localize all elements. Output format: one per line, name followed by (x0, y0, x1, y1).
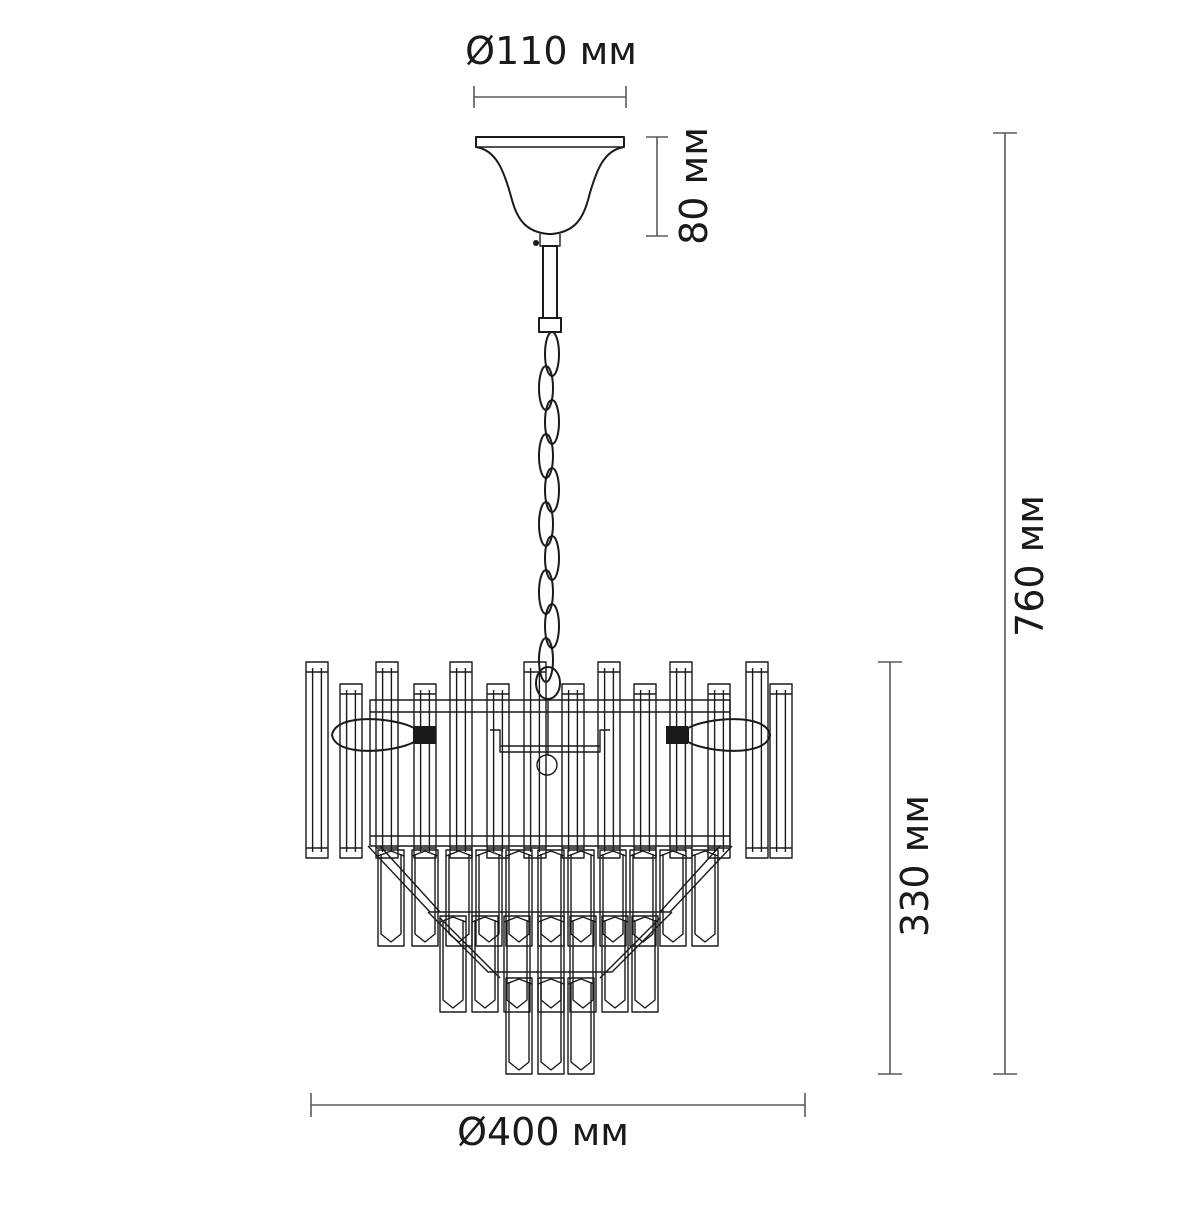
right-bulb (666, 718, 771, 752)
crystal-drop (503, 915, 531, 1013)
canopy-diameter-dimension: Ø110 мм (465, 29, 637, 108)
body-height-label: 330 мм (893, 795, 937, 937)
crystal-prism (375, 661, 399, 859)
crystal-prism (523, 661, 547, 859)
crystal-drop (629, 849, 657, 947)
crystal-drop (601, 915, 629, 1013)
crystal-drop (475, 849, 503, 947)
suspension-rod (538, 245, 562, 333)
crystal-drop (567, 849, 595, 947)
canopy-height-dimension: 80 мм (646, 127, 716, 245)
crystal-drop (471, 915, 499, 1013)
chain-link (544, 535, 560, 581)
crystal-drop (505, 849, 533, 947)
crystal-drop (537, 849, 565, 947)
crystal-drop (445, 849, 473, 947)
ceiling-canopy (475, 136, 625, 247)
crystal-prism (707, 683, 731, 859)
crystal-drop (411, 849, 439, 947)
suspension-chain (538, 331, 560, 683)
crystal-drop (439, 915, 467, 1013)
body-diameter-label: Ø400 мм (457, 1110, 629, 1154)
crystal-prism (633, 683, 657, 859)
chain-link (544, 603, 560, 649)
chain-link (538, 365, 554, 411)
canopy-height-label: 80 мм (672, 127, 716, 245)
crystal-prism (305, 661, 329, 859)
body-diameter-dimension: Ø400 мм (310, 1093, 806, 1154)
chain-link (538, 501, 554, 547)
crystal-drop (691, 849, 719, 947)
crystal-drop (631, 915, 659, 1013)
crystal-prism (669, 661, 693, 859)
total-height-label: 760 мм (1008, 495, 1052, 637)
crystal-prism (745, 661, 769, 859)
crystal-drop (569, 915, 597, 1013)
crystal-prism (413, 683, 437, 859)
crystal-prism (339, 683, 363, 859)
chain-link (544, 467, 560, 513)
crystal-prism (449, 661, 473, 859)
chain-link (538, 569, 554, 615)
chain-link (544, 399, 560, 445)
crystal-drop (659, 849, 687, 947)
chain-link (538, 433, 554, 479)
crystal-drop (505, 977, 533, 1075)
crystal-prisms (305, 661, 793, 1075)
crystal-prism (597, 661, 621, 859)
crystal-drop (537, 915, 565, 1013)
canopy-diameter-label: Ø110 мм (465, 29, 637, 73)
crystal-prism (486, 683, 510, 859)
crystal-prism (769, 683, 793, 859)
chain-link (544, 331, 560, 377)
crystal-drop (599, 849, 627, 947)
total-height-dimension: 760 мм (993, 132, 1052, 1075)
crystal-drop (537, 977, 565, 1075)
crystal-drop (377, 849, 405, 947)
body-height-dimension: 330 мм (878, 661, 937, 1075)
crystal-prism (561, 683, 585, 859)
crystal-drop (567, 977, 595, 1075)
